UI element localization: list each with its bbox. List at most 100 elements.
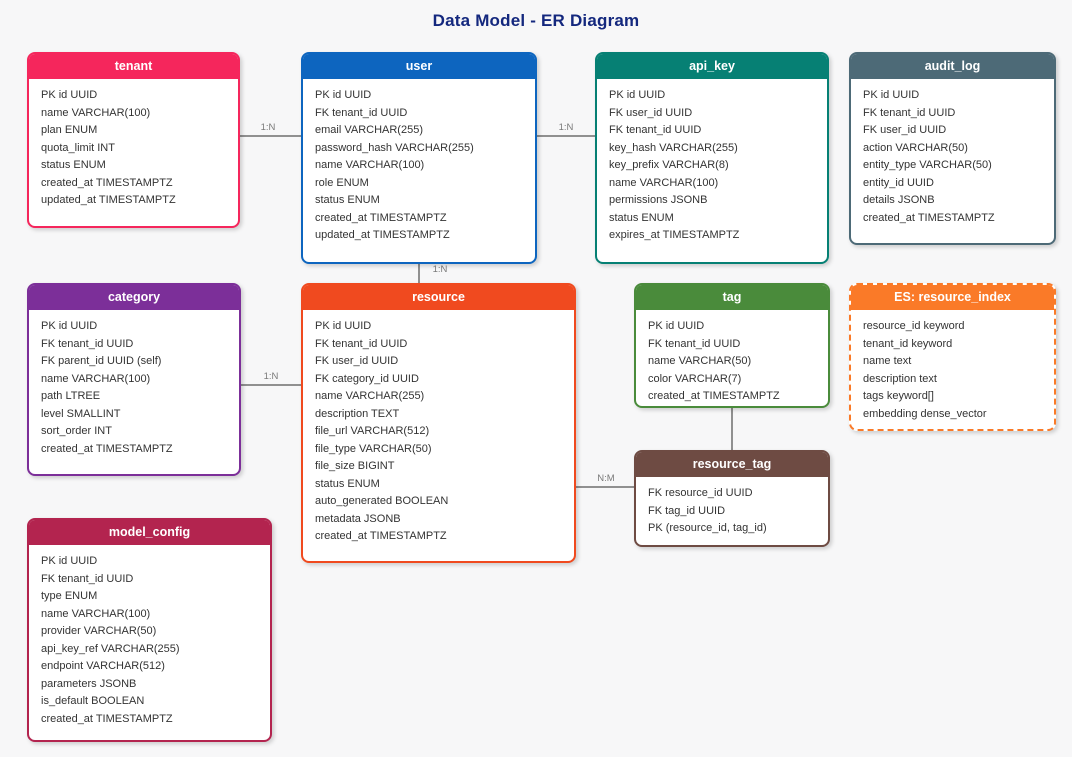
field-row: FK user_id UUID (609, 106, 693, 119)
field-row: FK user_id UUID (315, 355, 399, 367)
field-row: created_at TIMESTAMPTZ (41, 442, 173, 455)
field-row: level SMALLINT (41, 407, 121, 420)
entity-field-list: PK id UUID FK tenant_id UUID type ENUM name… (29, 545, 270, 728)
field-row: created_at TIMESTAMPTZ (41, 176, 173, 189)
field-row: name text (863, 355, 912, 367)
field-row: key_hash VARCHAR(255) (609, 141, 738, 154)
field-row: name VARCHAR(255) (315, 390, 425, 402)
field-row: created_at TIMESTAMPTZ (41, 712, 173, 725)
relationship-line-resource-resource_tag (576, 486, 634, 488)
field-row: FK tenant_id UUID (315, 337, 408, 350)
entity-resource[interactable]: resource PK id UUID FK tenant_id UUID FK us… (301, 283, 576, 563)
field-row: endpoint VARCHAR(512) (41, 660, 165, 672)
entity-title: model_config (29, 520, 270, 545)
field-row: description TEXT (315, 407, 400, 420)
field-row: PK id UUID (609, 89, 666, 101)
field-row: name VARCHAR(100) (609, 176, 719, 189)
entity-title: resource (303, 285, 574, 310)
field-row: FK tenant_id UUID (863, 106, 956, 119)
entity-title: api_key (597, 54, 827, 79)
cardinality-label-user-api_key: 1:N (558, 122, 574, 133)
entity-model_config[interactable]: model_config PK id UUID FK tenant_id UUID t… (27, 518, 272, 742)
field-row: name VARCHAR(50) (648, 355, 752, 367)
field-row: is_default BOOLEAN (41, 695, 145, 707)
field-row: FK tenant_id UUID (648, 337, 741, 350)
field-row: PK id UUID (315, 320, 372, 332)
field-row: name VARCHAR(100) (41, 372, 151, 385)
relationship-line-tag-resource_tag (731, 408, 733, 450)
field-row: name VARCHAR(100) (315, 159, 425, 171)
field-row: FK tenant_id UUID (315, 106, 408, 119)
field-row: PK id UUID (41, 89, 98, 101)
cardinality-label-category-resource: 1:N (263, 371, 279, 382)
entity-field-list: resource_id keyword tenant_id keyword name… (851, 310, 1054, 423)
field-row: action VARCHAR(50) (863, 141, 968, 154)
field-row: parameters JSONB (41, 677, 137, 690)
field-row: sort_order INT (41, 425, 112, 437)
field-row: expires_at TIMESTAMPTZ (609, 229, 740, 241)
field-row: name VARCHAR(100) (41, 106, 151, 119)
field-row: email VARCHAR(255) (315, 124, 423, 136)
field-row: status ENUM (41, 159, 106, 171)
field-row: plan ENUM (41, 124, 98, 136)
entity-tenant[interactable]: tenant PK id UUID name VARCHAR(100) plan EN… (27, 52, 240, 228)
field-row: PK id UUID (315, 89, 372, 101)
field-row: PK id UUID (41, 320, 98, 332)
field-row: created_at TIMESTAMPTZ (315, 530, 447, 542)
field-row: PK id UUID (648, 320, 705, 332)
entity-title: ES: resource_index (851, 285, 1054, 310)
field-row: type ENUM (41, 590, 98, 602)
field-row: FK tenant_id UUID (41, 337, 134, 350)
entity-title: resource_tag (636, 452, 828, 477)
cardinality-label-tenant-user: 1:N (260, 122, 276, 133)
entity-title: audit_log (851, 54, 1054, 79)
cardinality-label-user-resource: 1:N (432, 264, 448, 275)
field-row: password_hash VARCHAR(255) (315, 141, 474, 154)
field-row: status ENUM (609, 211, 674, 224)
relationship-line-user-api_key (537, 135, 595, 137)
entity-title: category (29, 285, 239, 310)
field-row: entity_type VARCHAR(50) (863, 159, 992, 171)
field-row: status ENUM (315, 194, 380, 206)
field-row: FK category_id UUID (315, 372, 419, 385)
field-row: path LTREE (41, 390, 101, 402)
page-title: Data Model - ER Diagram (432, 11, 640, 30)
entity-title: tag (636, 285, 828, 310)
field-row: file_url VARCHAR(512) (315, 425, 430, 437)
entity-title: tenant (29, 54, 238, 79)
entity-es-resource_index[interactable]: ES: resource_index resource_id keyword ten… (849, 283, 1056, 431)
field-row: details JSONB (863, 194, 935, 206)
field-row: created_at TIMESTAMPTZ (648, 390, 780, 402)
field-row: role ENUM (315, 176, 369, 189)
field-row: resource_id keyword (863, 320, 965, 332)
entity-field-list: PK id UUID FK tenant_id UUID FK user_id UU… (303, 310, 574, 546)
field-row: auto_generated BOOLEAN (315, 495, 449, 507)
field-row: color VARCHAR(7) (648, 372, 742, 385)
field-row: quota_limit INT (41, 141, 115, 154)
field-row: description text (863, 372, 937, 385)
cardinality-label-resource-resource_tag: N:M (597, 473, 615, 484)
field-row: updated_at TIMESTAMPTZ (41, 194, 176, 206)
entity-field-list: PK id UUID name VARCHAR(100) plan ENUM quot… (29, 79, 238, 210)
field-row: created_at TIMESTAMPTZ (863, 211, 995, 224)
entity-field-list: PK id UUID FK tenant_id UUID email VARCHAR… (303, 79, 535, 245)
field-row: PK id UUID (41, 555, 98, 567)
field-row: PK id UUID (863, 89, 920, 101)
entity-tag[interactable]: tag PK id UUID FK tenant_id UUID name VARCH… (634, 283, 830, 408)
field-row: name VARCHAR(100) (41, 607, 151, 620)
field-row: FK tenant_id UUID (41, 572, 134, 585)
relationship-line-tenant-user (240, 135, 301, 137)
field-row: api_key_ref VARCHAR(255) (41, 642, 180, 655)
field-row: key_prefix VARCHAR(8) (609, 159, 729, 171)
field-row: embedding dense_vector (863, 407, 987, 420)
field-row: updated_at TIMESTAMPTZ (315, 229, 450, 241)
field-row: tenant_id keyword (863, 337, 953, 350)
